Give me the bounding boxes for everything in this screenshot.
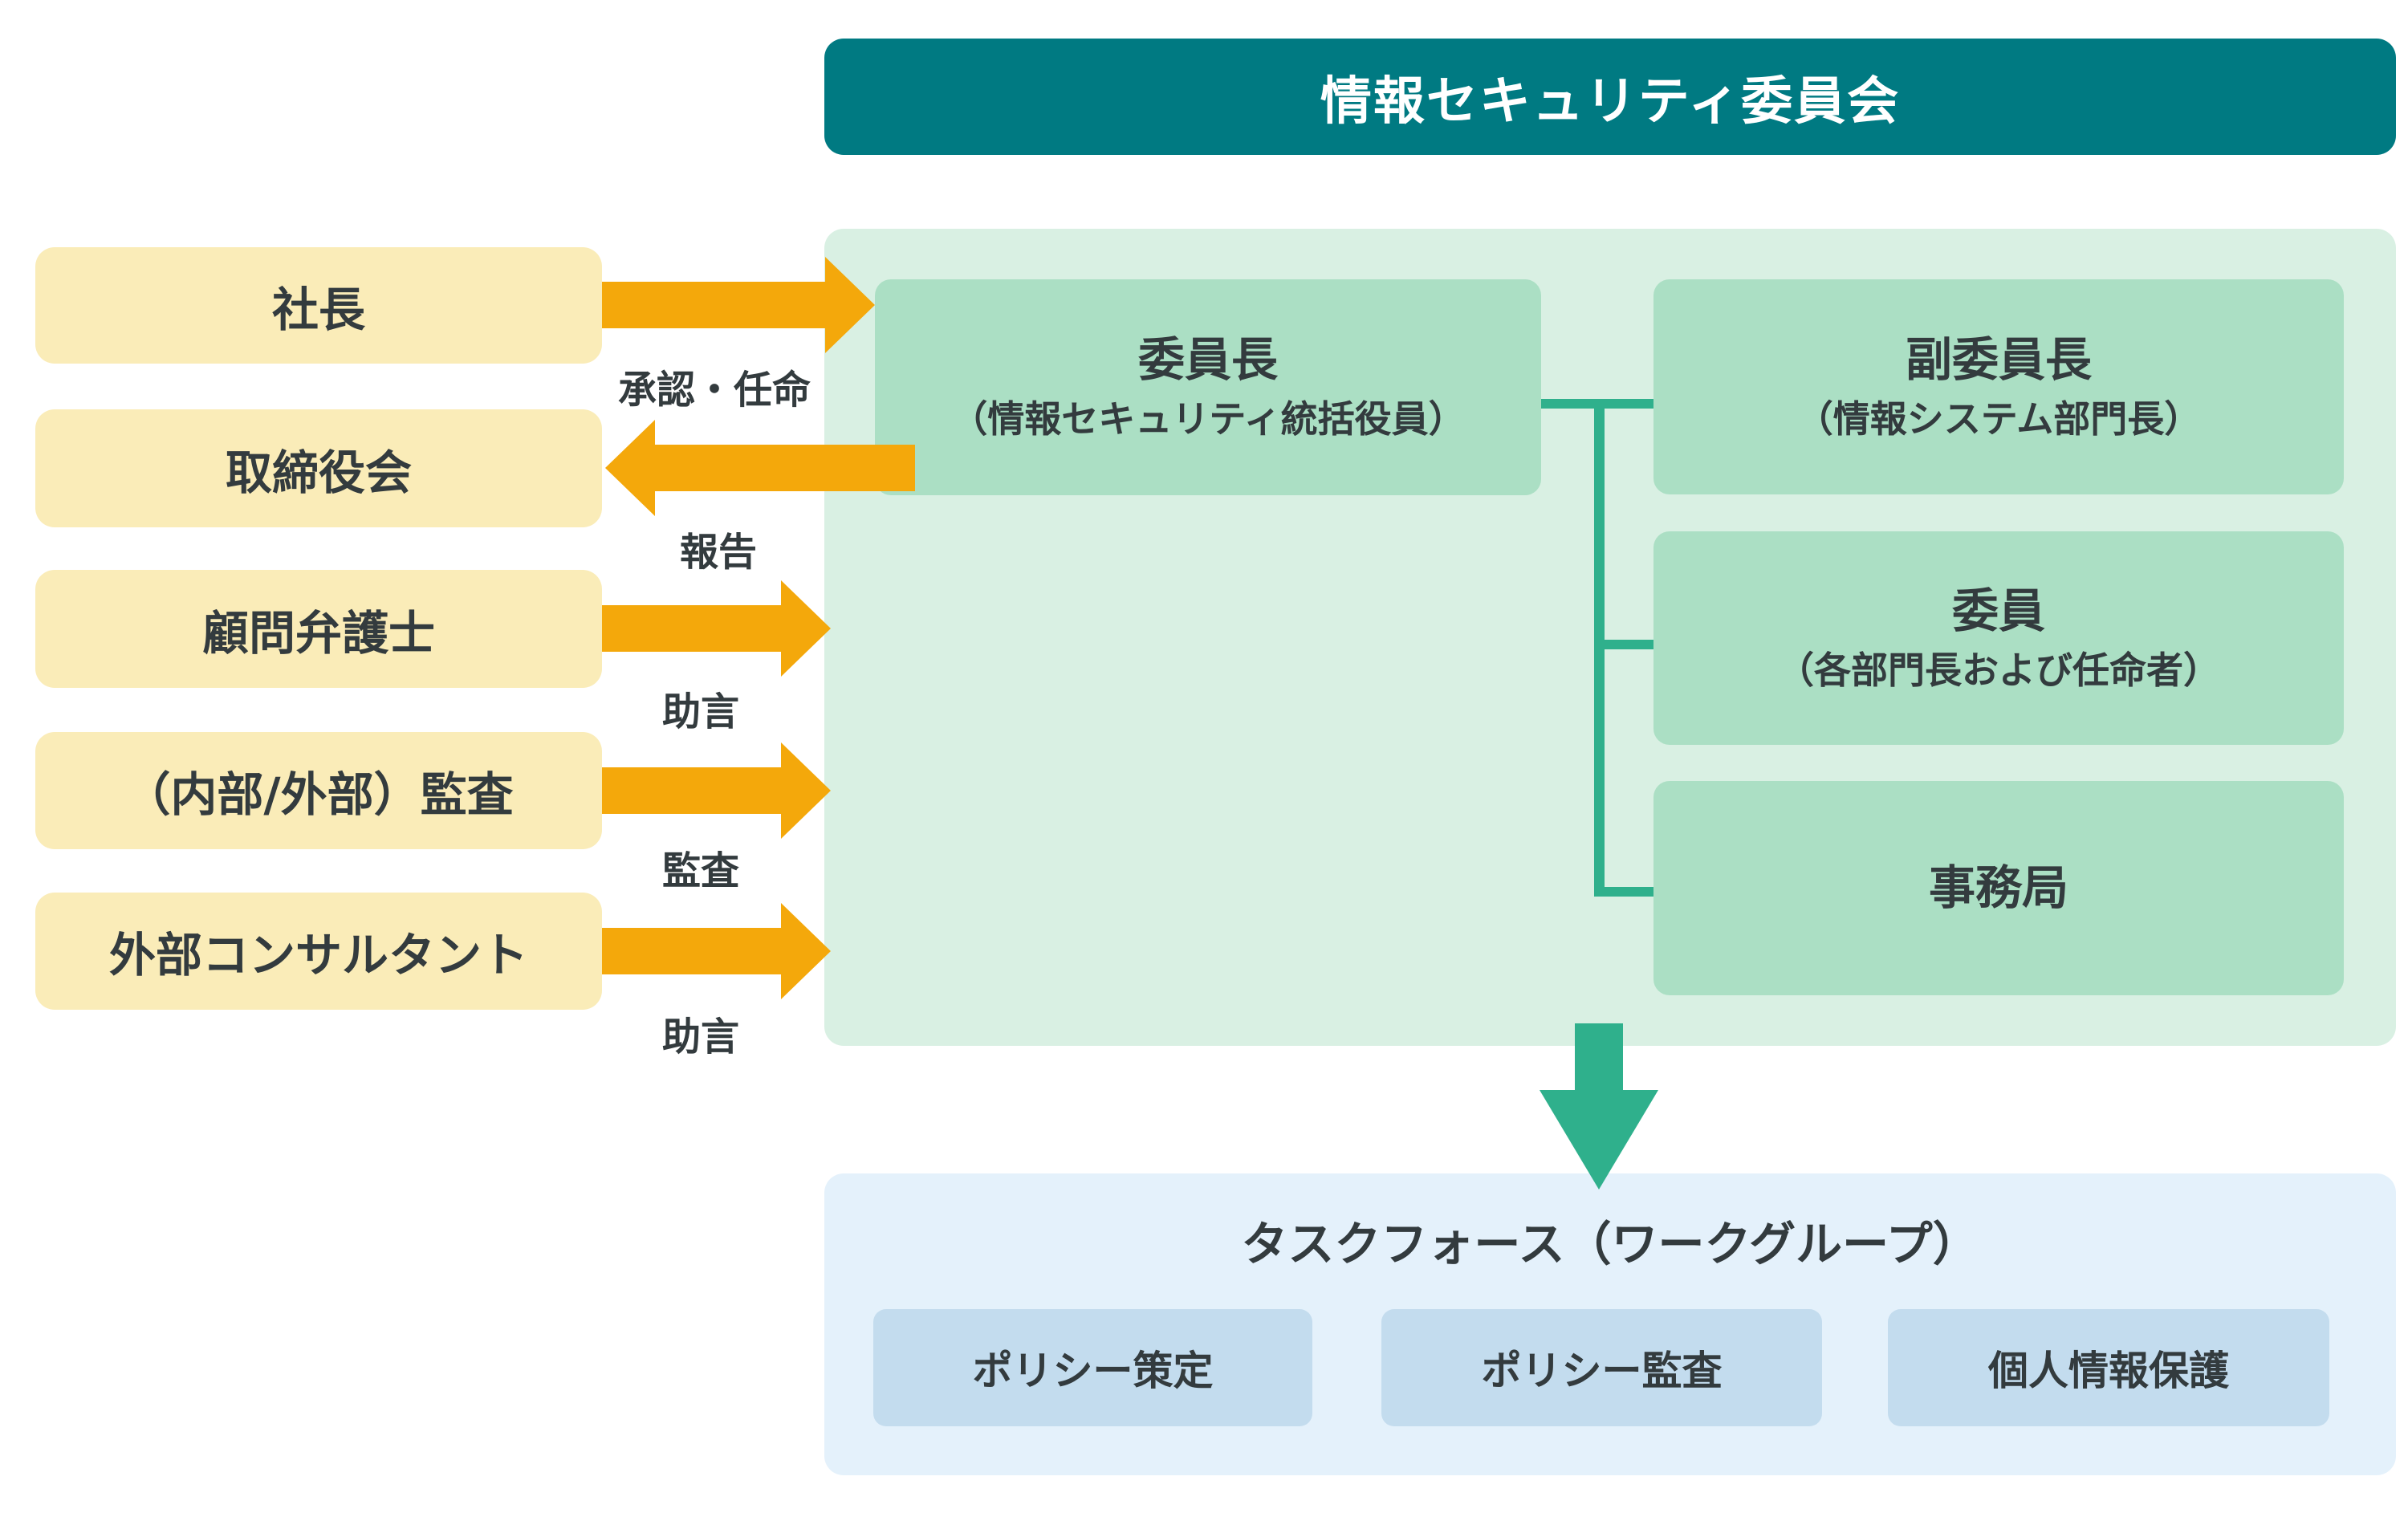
arrow-label-advice-consultant: 助言 xyxy=(661,1015,740,1059)
down-arrow-icon xyxy=(1575,1023,1623,1092)
arrow-advice-consultant-head-icon xyxy=(781,903,831,999)
taskforce-box-privacy-label: 個人情報保護 xyxy=(1988,1348,2229,1394)
taskforce-box-policy-planning-label: ポリシー策定 xyxy=(972,1348,1214,1394)
committee-header: 情報セキュリティ委員会 xyxy=(824,39,2396,155)
taskforce-box-policy-audit-label: ポリシー監査 xyxy=(1481,1348,1723,1394)
chair-title: 委員長 xyxy=(1137,332,1278,388)
members-title: 委員 xyxy=(1951,583,2045,638)
arrow-report-head-icon xyxy=(605,420,655,516)
external-box-board-label: 取締役会 xyxy=(225,445,412,500)
taskforce-box-policy-audit: ポリシー監査 xyxy=(1381,1309,1822,1426)
secretariat-box: 事務局 xyxy=(1653,781,2344,995)
secretariat-title: 事務局 xyxy=(1928,860,2068,915)
external-box-board: 取締役会 xyxy=(35,409,602,527)
external-box-lawyer-label: 顧問弁護士 xyxy=(201,605,435,661)
taskforce-title: タスクフォース（ワークグループ） xyxy=(1241,1217,1979,1271)
taskforce-box-privacy: 個人情報保護 xyxy=(1888,1309,2329,1426)
members-box: 委員 （各部門長および任命者） xyxy=(1653,531,2344,745)
external-box-consultant-label: 外部コンサルタント xyxy=(108,928,528,982)
arrow-approve-appoint-head-icon xyxy=(825,257,875,353)
external-box-consultant: 外部コンサルタント xyxy=(35,893,602,1010)
vice-chair-box: 副委員長 （情報システム部門長） xyxy=(1653,279,2344,494)
members-subtitle: （各部門長および任命者） xyxy=(1777,648,2220,692)
arrow-audit-head-icon xyxy=(781,742,831,839)
external-box-lawyer: 顧問弁護士 xyxy=(35,570,602,688)
vice-chair-title: 副委員長 xyxy=(1905,331,2092,387)
external-box-president: 社長 xyxy=(35,247,602,364)
connector-stub-members xyxy=(1594,640,1653,649)
chair-subtitle: （情報セキュリティ統括役員） xyxy=(950,397,1466,441)
down-arrowhead-icon xyxy=(1540,1090,1658,1190)
arrow-report xyxy=(655,445,915,491)
arrow-label-report: 報告 xyxy=(679,530,758,575)
chair-box: 委員長 （情報セキュリティ統括役員） xyxy=(875,279,1541,495)
arrow-label-audit: 監査 xyxy=(661,848,740,893)
external-box-president-label: 社長 xyxy=(271,282,365,337)
arrow-advice-lawyer-head-icon xyxy=(781,580,831,677)
arrow-approve-appoint xyxy=(602,282,825,328)
committee-header-title: 情報セキュリティ委員会 xyxy=(1320,71,1901,132)
arrow-advice-consultant xyxy=(602,928,781,974)
vice-chair-subtitle: （情報システム部門長） xyxy=(1796,397,2202,441)
arrow-audit xyxy=(602,767,781,814)
arrow-label-advice-lawyer: 助言 xyxy=(661,689,740,734)
external-box-audit: （内部/外部）監査 xyxy=(35,732,602,849)
arrow-label-approve-appoint: 承認・任命 xyxy=(617,368,811,413)
arrow-advice-lawyer xyxy=(602,605,781,652)
connector-stub-secretariat xyxy=(1594,887,1653,897)
taskforce-box-policy-planning: ポリシー策定 xyxy=(873,1309,1312,1426)
external-box-audit-label: （内部/外部）監査 xyxy=(124,767,514,822)
